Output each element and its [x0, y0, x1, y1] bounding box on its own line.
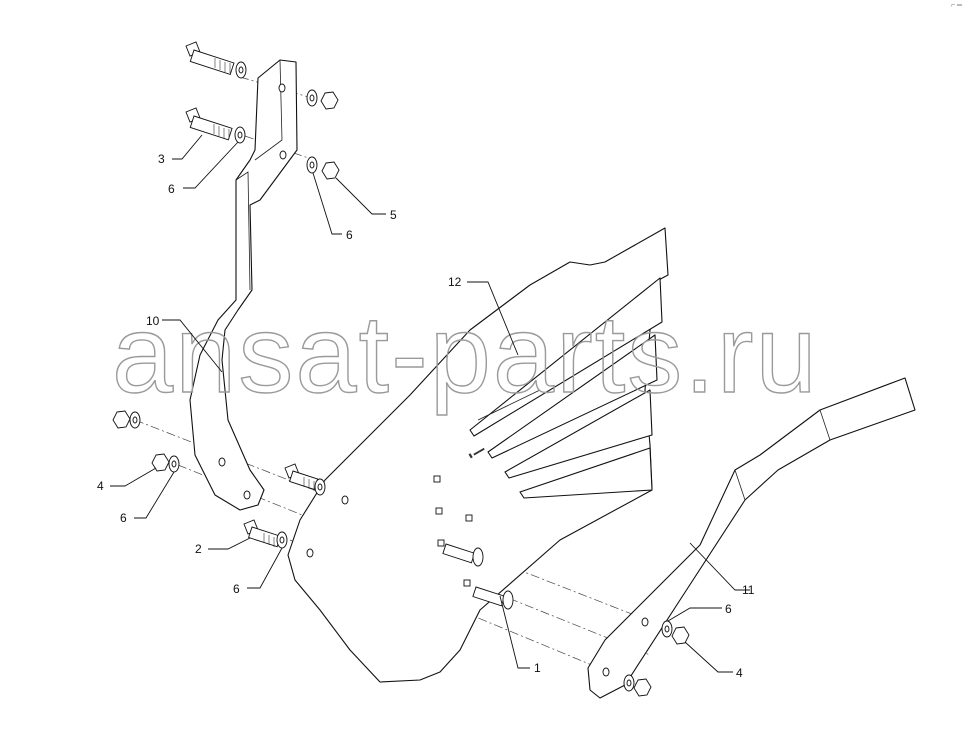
bracket-part-10	[189, 59, 298, 511]
washers	[129, 61, 673, 692]
callout-label: 10	[146, 314, 160, 328]
callout-6e: 6	[667, 602, 732, 622]
callout-3: 3	[158, 134, 203, 166]
corner-mark: ⌐ ═	[951, 2, 962, 9]
callout-label: 6	[168, 182, 175, 196]
callout-1: 1	[499, 595, 541, 675]
callout-11: 11	[689, 542, 755, 597]
callout-10: 10	[146, 314, 223, 373]
callout-6b: 6	[312, 172, 353, 242]
callout-2: 2	[195, 537, 251, 556]
callout-label: 4	[97, 479, 104, 493]
callout-label: 3	[158, 152, 165, 166]
callout-5: 5	[335, 177, 397, 222]
callout-label: 2	[195, 542, 202, 556]
callout-label: 6	[120, 511, 127, 525]
callout-6a: 6	[168, 141, 239, 196]
callout-label: 4	[736, 666, 743, 680]
bolt-top-2-part-3	[185, 107, 233, 141]
callout-6c: 6	[120, 471, 175, 525]
callout-label: 6	[346, 228, 353, 242]
callout-label: 5	[390, 208, 397, 222]
watermark-text: ansat-parts.ru	[112, 293, 819, 416]
bolt-part-2	[243, 519, 282, 548]
carriage-bolt-upper	[442, 543, 484, 567]
callout-label: 1	[534, 661, 541, 675]
bolt-middle	[284, 463, 319, 491]
callout-12: 12	[448, 275, 519, 356]
callout-4-left: 4	[97, 467, 157, 493]
carriage-bolt-part-1	[472, 586, 514, 610]
callout-label: 6	[725, 602, 732, 616]
bar-part-11	[587, 377, 916, 699]
callout-label: 11	[742, 583, 755, 597]
callout-4-right: 4	[684, 641, 743, 680]
bolt-top-1	[185, 41, 235, 75]
callout-label: 6	[233, 582, 240, 596]
callout-6d: 6	[233, 547, 283, 596]
callout-label: 12	[448, 275, 462, 289]
nuts	[112, 91, 690, 697]
panel-part-12: ▮ ▬▬	[287, 227, 669, 683]
